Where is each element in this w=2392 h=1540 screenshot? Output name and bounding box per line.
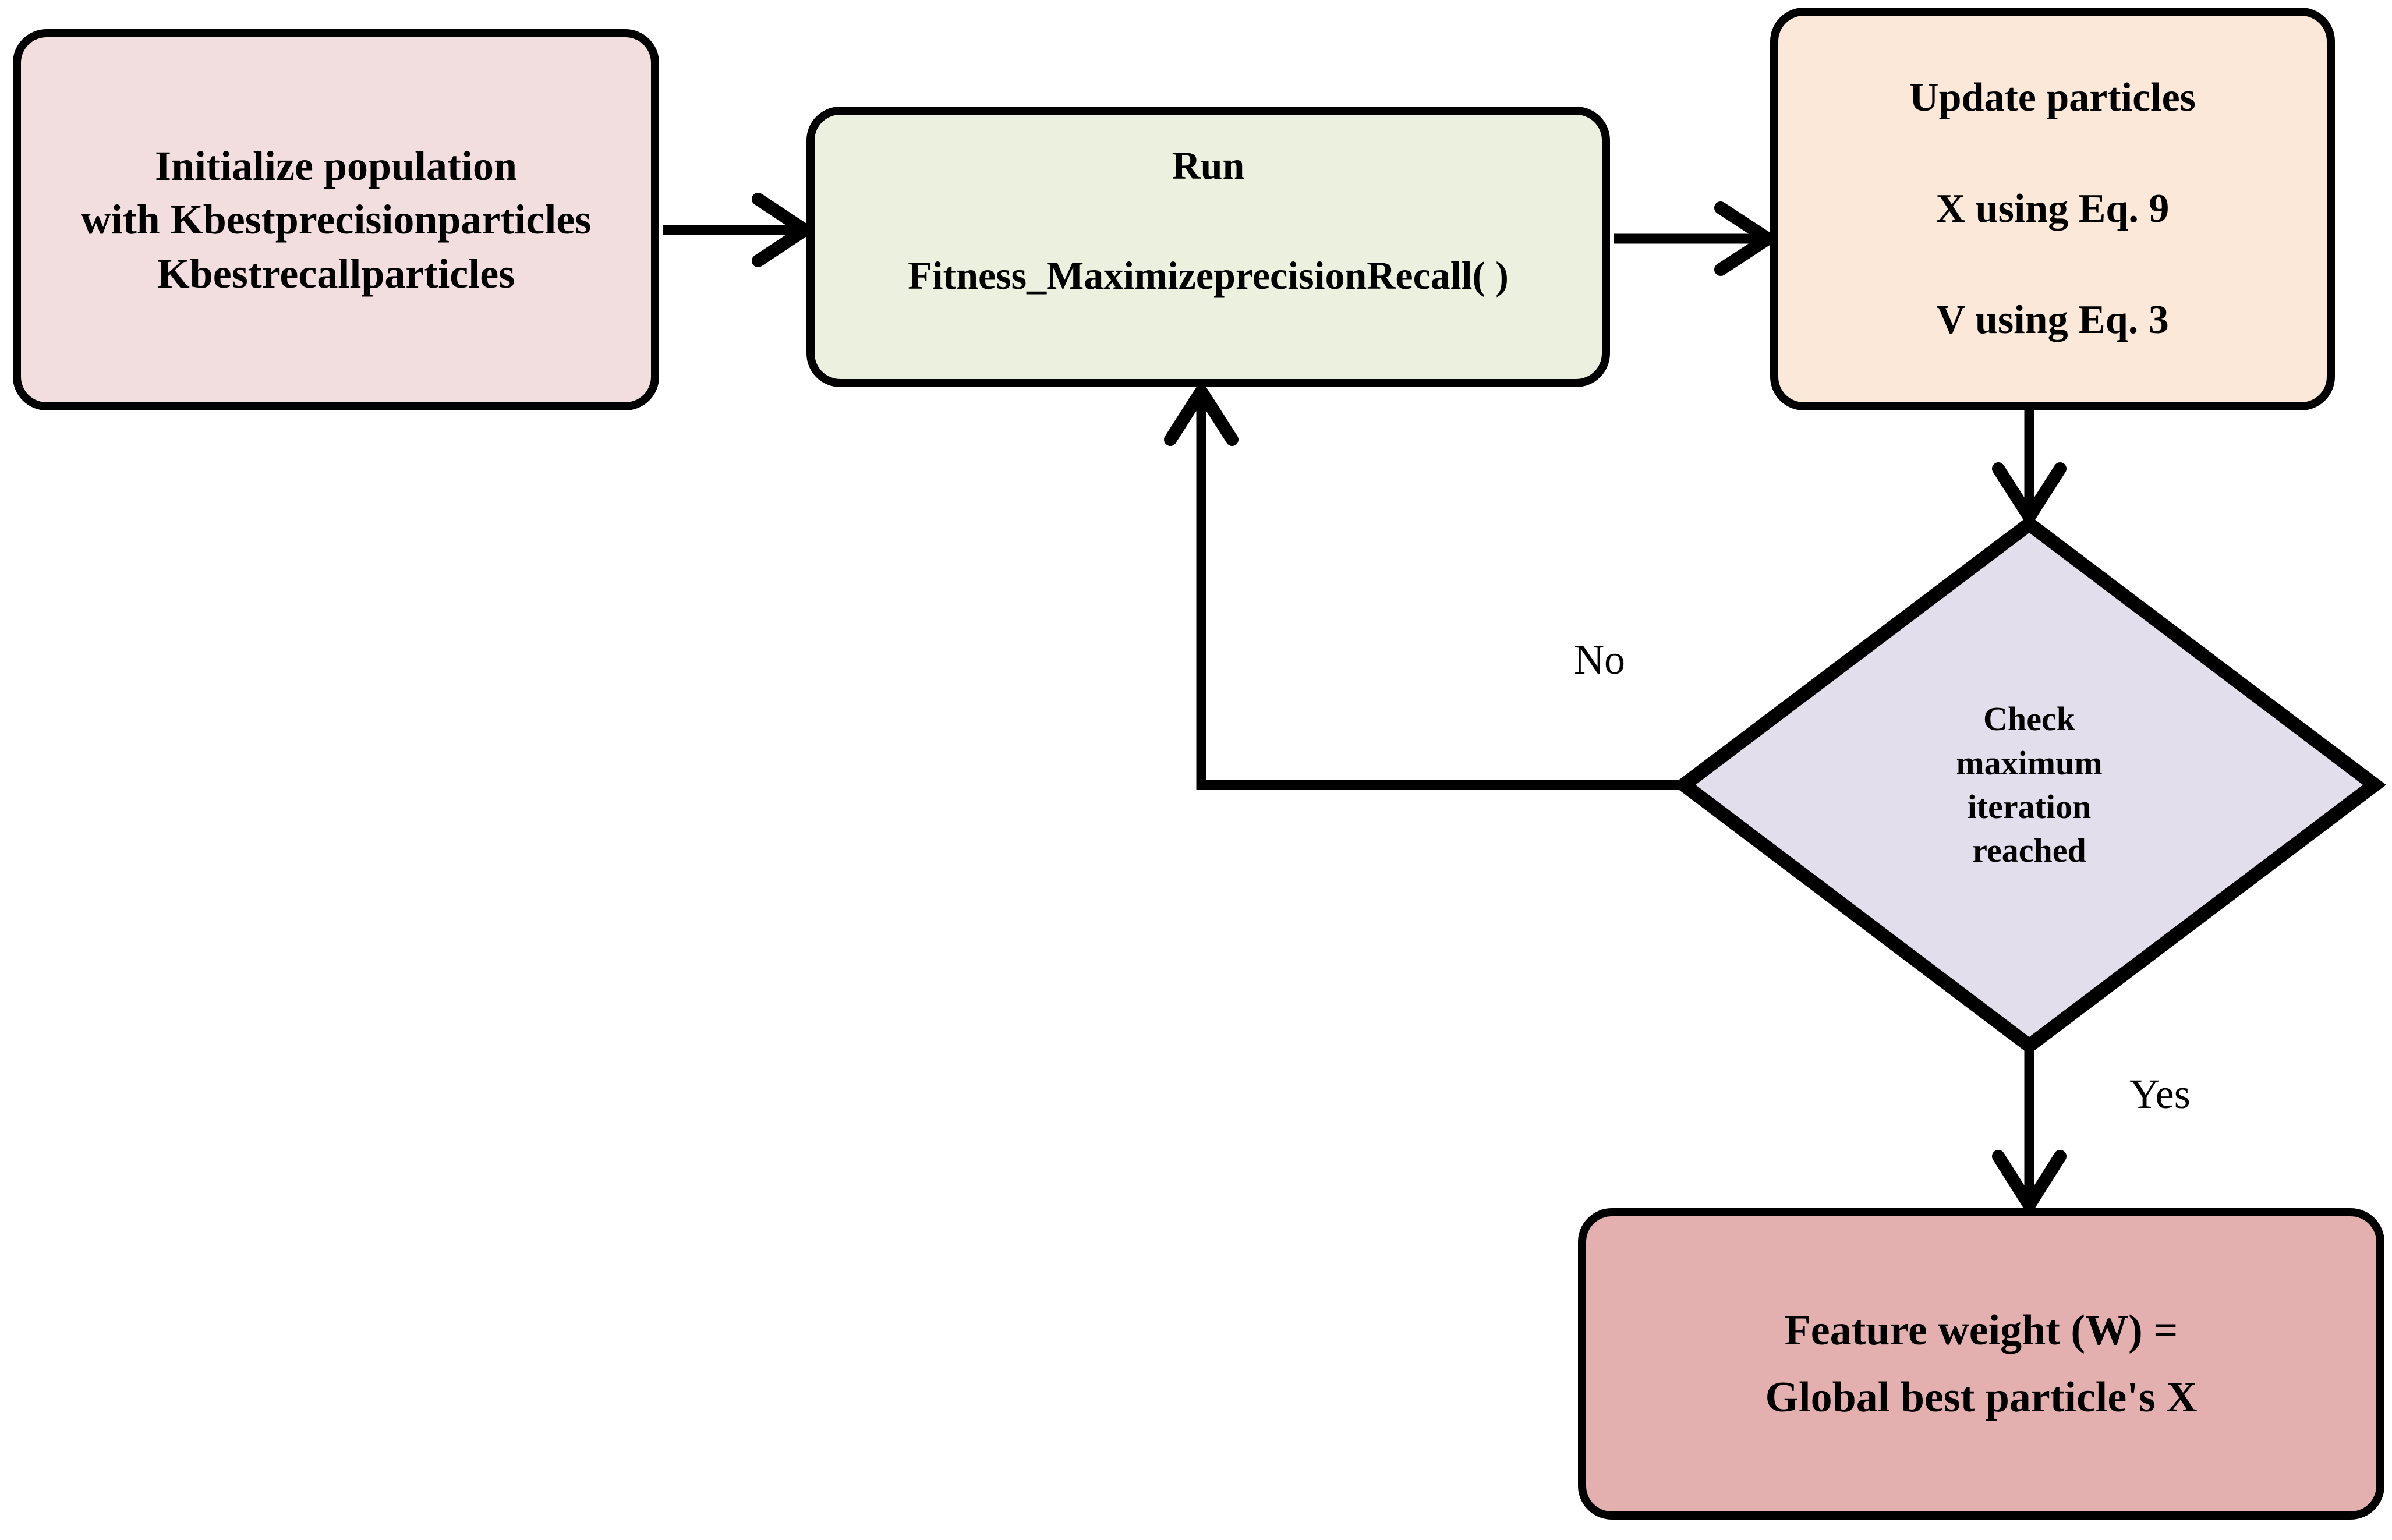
node-decision-check-max-iteration[interactable]: Check maximum iteration reached xyxy=(1700,520,2358,1050)
node-initialize-population[interactable]: Initialize population with Kbestprecisio… xyxy=(13,29,659,410)
node-run-fitness[interactable]: Run Fitness_MaximizeprecisionRecall( ) xyxy=(806,107,1610,387)
node-decision-line-1: Check xyxy=(1983,700,2075,738)
edge-initialize-to-run xyxy=(663,193,811,267)
node-update-particles-line-1: Update particles xyxy=(1909,75,2196,121)
node-run-fitness-line-1: Run xyxy=(1172,143,1245,187)
node-feature-weight-line-2: Global best particle's X xyxy=(1765,1373,2198,1421)
node-decision-line-3: iteration xyxy=(1967,788,2092,826)
decision-diamond-shape xyxy=(1672,515,2386,1055)
node-update-particles[interactable]: Update particles X using Eq. 9 V using E… xyxy=(1770,8,2335,410)
edge-run-to-update xyxy=(1614,201,1774,276)
node-decision-line-2: maximum xyxy=(1956,744,2103,782)
node-run-fitness-line-2: Fitness_MaximizeprecisionRecall( ) xyxy=(908,253,1509,298)
node-decision-line-4: reached xyxy=(1972,831,2086,870)
node-feature-weight[interactable]: Feature weight (W) = Global best particl… xyxy=(1578,1208,2384,1520)
edge-decision-to-run-no xyxy=(1164,385,1721,790)
node-initialize-line-1: Initialize population xyxy=(154,143,518,190)
node-feature-weight-line-1: Feature weight (W) = xyxy=(1784,1306,2178,1354)
node-update-particles-line-3: V using Eq. 3 xyxy=(1936,297,2169,342)
edge-decision-to-feature-weight-yes xyxy=(1992,1048,2067,1212)
node-initialize-line-3: Kbestrecallparticles xyxy=(157,250,515,297)
edge-label-no: No xyxy=(1574,636,1625,683)
decision-text-block: Check maximum iteration reached xyxy=(1956,697,2102,873)
node-update-particles-line-2: X using Eq. 9 xyxy=(1935,186,2170,231)
edge-update-to-decision xyxy=(1992,408,2067,523)
edge-label-yes: Yes xyxy=(2129,1071,2191,1117)
node-initialize-line-2: with Kbestprecisionparticles xyxy=(80,196,592,243)
